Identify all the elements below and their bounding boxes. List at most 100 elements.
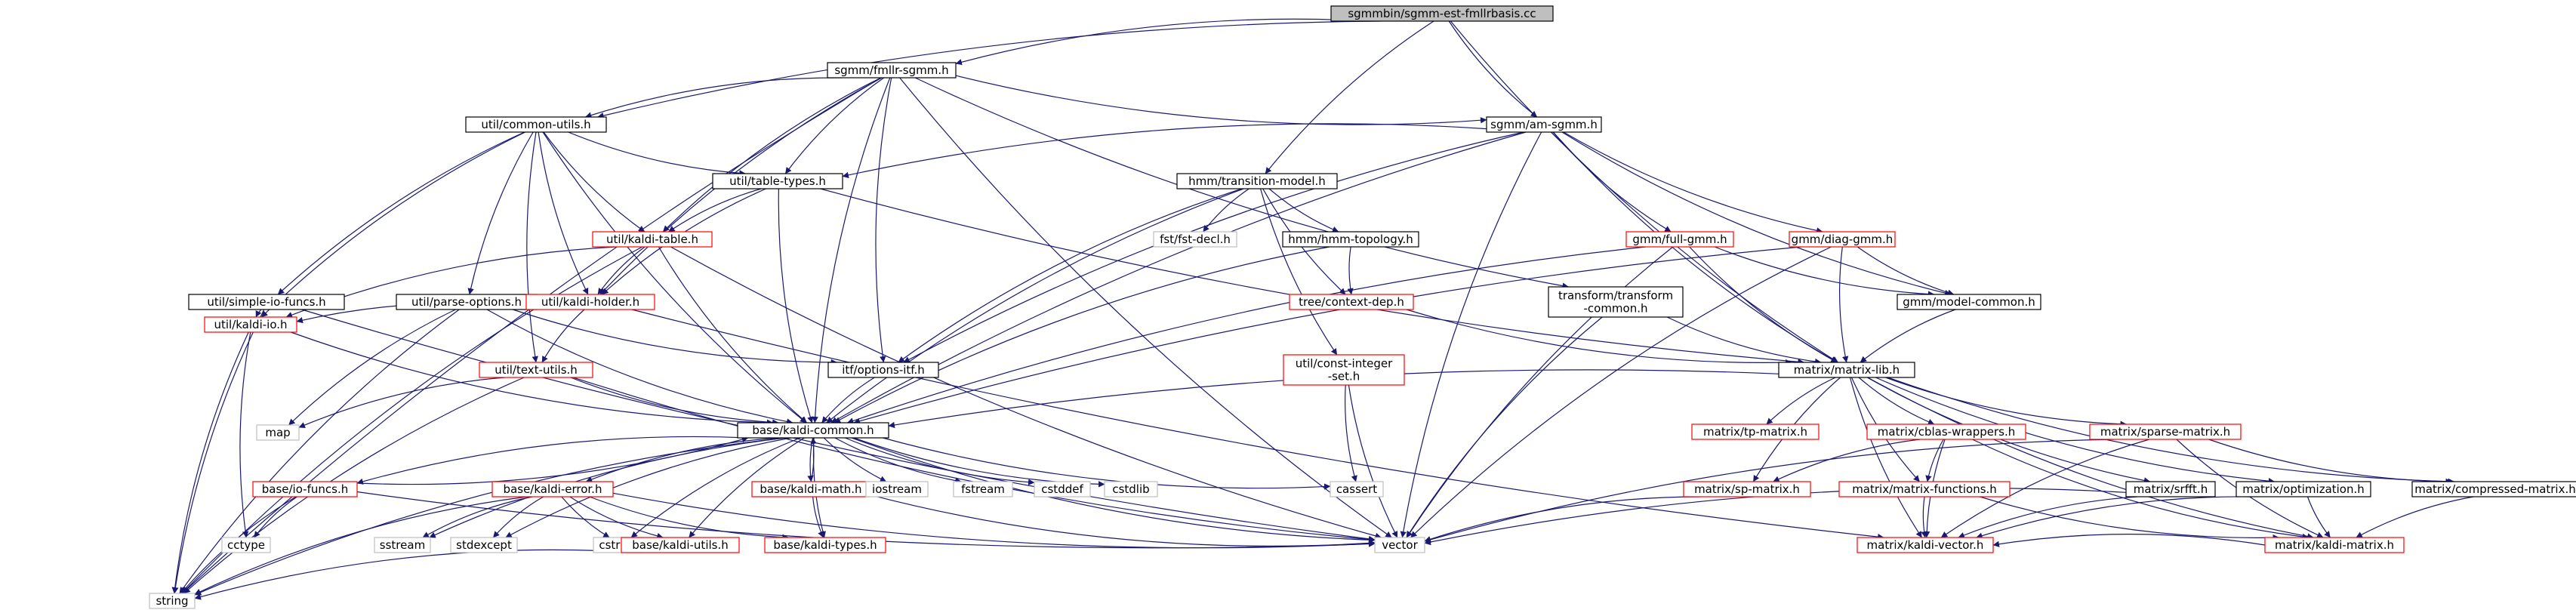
edge-kalditable-to-kaldiholder xyxy=(597,246,646,295)
node-tpmatrix[interactable]: matrix/tp-matrix.h xyxy=(1691,424,1820,440)
node-box xyxy=(827,62,957,79)
node-box xyxy=(1104,481,1158,497)
node-label: cassert xyxy=(1336,482,1377,496)
node-blas[interactable]: matrix/cblas-wrappers.h xyxy=(1866,424,2026,440)
node-map[interactable]: map xyxy=(256,424,300,441)
node-label: sstream xyxy=(380,538,425,552)
node-box xyxy=(2125,481,2216,497)
edge-sparse-to-kaldivector xyxy=(1940,439,2149,538)
node-parseopt[interactable]: util/parse-options.h xyxy=(396,294,538,310)
edge-kaldimatrix-to-kaldivector xyxy=(1992,534,2266,547)
node-string[interactable]: string xyxy=(149,593,196,609)
node-simpleio[interactable]: util/simple-io-funcs.h xyxy=(188,294,345,310)
edge-transcommon-to-vector xyxy=(1406,316,1603,538)
node-box xyxy=(2089,424,2242,440)
node-kaldierror[interactable]: base/kaldi-error.h xyxy=(491,481,614,497)
edge-fullgmm-to-vector xyxy=(1406,246,1674,538)
edge-kaldicommon-to-string xyxy=(194,437,785,596)
node-box xyxy=(953,481,1013,497)
node-modelcommon[interactable]: gmm/model-common.h xyxy=(1897,294,2041,310)
node-label: util/const-integer xyxy=(1296,357,1393,371)
edge-sparse-to-vector xyxy=(1424,439,2115,543)
node-matfuncs[interactable]: matrix/matrix-functions.h xyxy=(1838,481,2011,497)
node-fstream[interactable]: fstream xyxy=(953,481,1013,497)
node-compressed[interactable]: matrix/compressed-matrix.h xyxy=(2411,481,2576,497)
edge-kaldiio-to-string xyxy=(171,331,249,594)
edge-kaldicommon-to-iofuncs xyxy=(356,436,748,485)
node-transcommon[interactable]: transform/transform-common.h xyxy=(1548,286,1684,318)
node-sparse[interactable]: matrix/sparse-matrix.h xyxy=(2089,424,2242,440)
edge-modelcommon-to-matrixlib xyxy=(1860,309,1956,363)
edge-amsgmm-to-diaggmm xyxy=(1563,131,1823,234)
node-hmmtopo[interactable]: hmm/hmm-topology.h xyxy=(1282,231,1419,248)
edge-transmodel-to-fstdecl xyxy=(1203,188,1249,233)
node-kaldiutils[interactable]: base/kaldi-utils.h xyxy=(621,537,740,553)
edge-commonutils-to-parseopt xyxy=(467,131,534,295)
edge-diaggmm-to-matrixlib xyxy=(1839,246,1849,363)
node-cassert[interactable]: cassert xyxy=(1330,481,1384,497)
node-optimization[interactable]: matrix/optimization.h xyxy=(2236,481,2371,497)
node-box xyxy=(2264,537,2405,553)
node-label: matrix/compressed-matrix.h xyxy=(2414,482,2576,496)
edge-commonutils-to-kalditable xyxy=(543,131,646,233)
edge-fmllr-to-kaldicommon xyxy=(812,77,891,424)
node-box xyxy=(764,537,886,553)
node-fmllr[interactable]: sgmm/fmllr-sgmm.h xyxy=(827,62,957,79)
node-ctxdep[interactable]: tree/context-dep.h xyxy=(1289,294,1414,310)
edge-sparse-to-compressed xyxy=(2208,439,2452,485)
edge-root-to-fmllr xyxy=(955,18,1369,66)
node-constint[interactable]: util/const-integer-set.h xyxy=(1283,354,1405,386)
node-box xyxy=(2236,481,2371,497)
node-kaldicommon[interactable]: base/kaldi-common.h xyxy=(737,422,889,439)
node-srfft[interactable]: matrix/srfft.h xyxy=(2125,481,2216,497)
node-kaldimatrix[interactable]: matrix/kaldi-matrix.h xyxy=(2264,537,2405,553)
node-label: util/kaldi-holder.h xyxy=(541,295,639,309)
node-matrixlib[interactable]: matrix/matrix-lib.h xyxy=(1778,362,1915,378)
node-kalditypes[interactable]: base/kaldi-types.h xyxy=(764,537,886,553)
node-label: gmm/diag-gmm.h xyxy=(1792,233,1893,246)
edge-tabletypes-to-kalditable xyxy=(668,188,762,233)
edge-kaldicommon-to-fstream xyxy=(834,437,962,484)
node-stdexcept[interactable]: stdexcept xyxy=(450,537,518,553)
node-fstdecl[interactable]: fst/fst-decl.h xyxy=(1153,231,1237,248)
node-spmatrix[interactable]: matrix/sp-matrix.h xyxy=(1683,481,1811,497)
edge-optimization-to-kaldimatrix xyxy=(2306,496,2331,538)
edge-kaldiholder-to-kaldivector xyxy=(631,309,1884,541)
edge-kaldierror-to-cstring xyxy=(561,496,610,538)
node-optionsitf[interactable]: itf/options-itf.h xyxy=(827,362,939,378)
node-box xyxy=(149,593,196,609)
node-vector[interactable]: vector xyxy=(1374,537,1425,553)
edge-textutils-to-string xyxy=(183,377,525,594)
node-textutils[interactable]: util/text-utils.h xyxy=(479,362,593,378)
edge-matfuncs-to-kaldivector xyxy=(1921,496,1927,538)
node-kaldiholder[interactable]: util/kaldi-holder.h xyxy=(525,294,655,310)
node-iofuncs[interactable]: base/io-funcs.h xyxy=(252,481,358,497)
node-kaldimath[interactable]: base/kaldi-math.h xyxy=(751,481,870,497)
node-label: base/kaldi-math.h xyxy=(760,482,861,496)
node-sstream[interactable]: sstream xyxy=(374,537,431,553)
node-amsgmm[interactable]: sgmm/am-sgmm.h xyxy=(1486,116,1602,133)
edge-transmodel-to-constint xyxy=(1260,188,1338,356)
node-kaldiio[interactable]: util/kaldi-io.h xyxy=(204,316,297,333)
node-label: base/kaldi-common.h xyxy=(752,424,874,437)
node-fullgmm[interactable]: gmm/full-gmm.h xyxy=(1625,231,1734,248)
node-box xyxy=(450,537,518,553)
node-tabletypes[interactable]: util/table-types.h xyxy=(712,173,843,189)
node-commonutils[interactable]: util/common-utils.h xyxy=(465,116,607,133)
node-label: cstddef xyxy=(1041,482,1083,496)
node-transmodel[interactable]: hmm/transition-model.h xyxy=(1176,173,1338,189)
node-cstdlib[interactable]: cstdlib xyxy=(1104,481,1158,497)
node-cctype[interactable]: cctype xyxy=(221,537,271,553)
node-root[interactable]: sgmmbin/sgmm-est-fmllrbasis.cc xyxy=(1330,5,1554,22)
node-label: tree/context-dep.h xyxy=(1299,295,1404,309)
node-diaggmm[interactable]: gmm/diag-gmm.h xyxy=(1789,231,1896,248)
edge-commonutils-to-tabletypes xyxy=(568,131,746,177)
node-kalditable[interactable]: util/kaldi-table.h xyxy=(592,231,713,248)
node-cstddef[interactable]: cstddef xyxy=(1034,481,1091,497)
edge-matrixlib-to-sparse xyxy=(1885,377,2127,427)
edge-fullgmm-to-modelcommon xyxy=(1714,246,1935,297)
node-box xyxy=(1282,231,1419,248)
node-iostream[interactable]: iostream xyxy=(865,481,929,497)
node-kaldivector[interactable]: matrix/kaldi-vector.h xyxy=(1857,537,1994,553)
edge-kaldicommon-to-cassert xyxy=(883,437,1331,490)
